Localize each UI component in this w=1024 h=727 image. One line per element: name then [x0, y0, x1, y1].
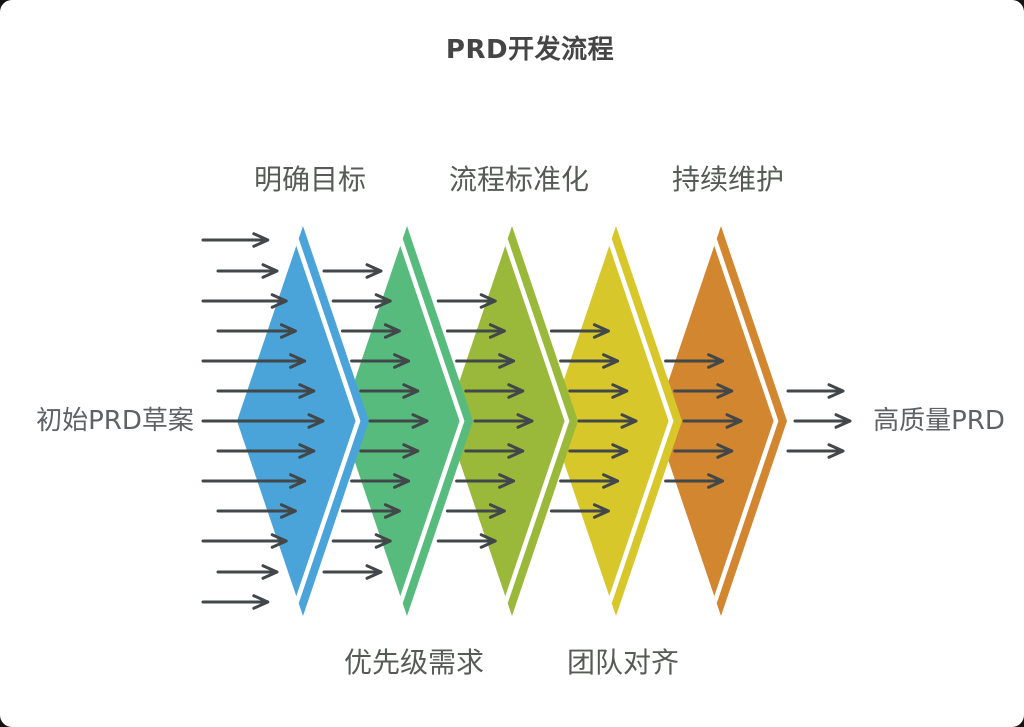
flow-arrow — [331, 533, 392, 549]
output-label: 高质量PRD — [873, 406, 1005, 436]
flow-arrow — [201, 413, 325, 429]
flow-arrow — [786, 383, 845, 399]
flow-arrow — [786, 443, 845, 459]
input-label: 初始PRD草案 — [36, 406, 194, 436]
stage-diamond-stripe-5 — [707, 226, 779, 616]
flow-arrow — [464, 383, 525, 399]
stage-diamond-stripe-3 — [498, 226, 570, 616]
flow-arrow — [322, 263, 383, 279]
stage-label-4: 团队对齐 — [567, 646, 679, 679]
flow-arrow — [445, 323, 506, 339]
flow-arrow — [216, 383, 316, 399]
flow-arrow — [359, 443, 420, 459]
flow-arrow — [201, 594, 270, 610]
stage-diamond-stripe-4 — [602, 226, 674, 616]
flow-arrow — [216, 443, 316, 459]
flow-arrow — [340, 503, 401, 519]
stage-label-3: 流程标准化 — [449, 163, 589, 196]
flow-arrow — [445, 503, 506, 519]
flow-arrow — [201, 533, 288, 549]
flow-arrow — [673, 383, 734, 399]
arrow-group-3 — [549, 323, 638, 519]
stage-diamond-stripe-1 — [289, 226, 361, 616]
flow-arrow — [436, 533, 497, 549]
diagram-title: PRD开发流程 — [445, 35, 615, 65]
flow-arrow — [473, 413, 534, 429]
arrow-group-2 — [436, 293, 534, 549]
flow-arrow — [464, 443, 525, 459]
flow-arrow — [455, 473, 516, 489]
flow-arrow — [350, 353, 411, 369]
flow-arrow — [436, 293, 497, 309]
flow-arrow — [568, 383, 629, 399]
flow-arrow — [331, 293, 392, 309]
flow-arrow — [682, 413, 743, 429]
flow-arrow — [201, 232, 270, 248]
flow-arrow — [455, 353, 516, 369]
flow-arrow — [559, 473, 620, 489]
arrow-group-5 — [786, 383, 852, 459]
stage-diamond-stripe-2 — [393, 226, 465, 616]
stage-label-5: 持续维护 — [672, 163, 784, 196]
flow-arrow — [350, 473, 411, 489]
flow-arrow — [568, 443, 629, 459]
arrow-group-0 — [201, 232, 325, 610]
flow-arrow — [368, 413, 429, 429]
stage-label-2: 优先级需求 — [344, 646, 484, 679]
flow-arrow — [216, 564, 279, 580]
flow-arrow — [340, 323, 401, 339]
flow-arrow — [673, 443, 734, 459]
flow-arrow — [216, 323, 297, 339]
flow-arrow — [216, 263, 279, 279]
flow-arrow — [664, 353, 725, 369]
flow-arrow — [359, 383, 420, 399]
flow-arrow — [577, 413, 638, 429]
flow-arrow — [216, 503, 297, 519]
flow-arrow — [322, 564, 383, 580]
arrow-group-4 — [664, 353, 743, 489]
flow-arrow — [559, 353, 620, 369]
stage-label-1: 明确目标 — [254, 163, 366, 196]
arrow-group-1 — [322, 263, 429, 580]
flow-arrow — [664, 473, 725, 489]
flow-arrow — [201, 473, 307, 489]
flow-arrow — [549, 323, 610, 339]
flow-arrow — [201, 293, 288, 309]
flow-arrow — [201, 353, 307, 369]
flow-arrow — [549, 503, 610, 519]
flow-arrow — [793, 413, 852, 429]
